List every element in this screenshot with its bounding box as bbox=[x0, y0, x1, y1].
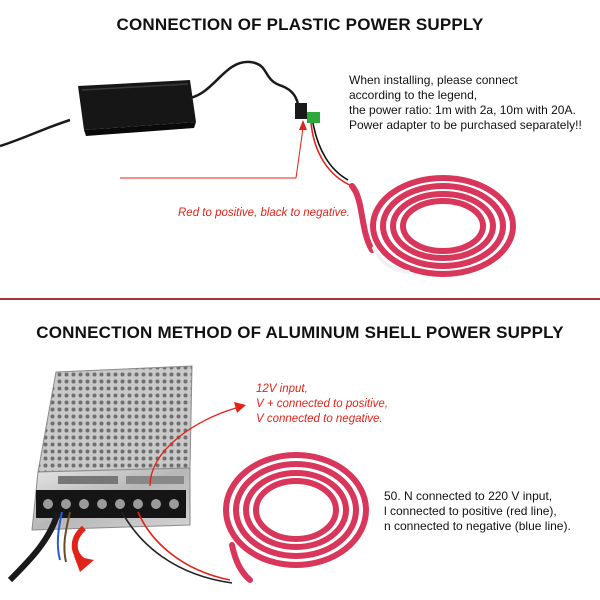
coil-ring bbox=[380, 183, 506, 269]
adapter-bottom bbox=[84, 122, 196, 136]
curved-arrowhead bbox=[74, 556, 94, 572]
terminal-screw bbox=[151, 499, 161, 509]
terminal-screws bbox=[43, 499, 179, 509]
coil-ring bbox=[370, 175, 516, 277]
black-wire bbox=[121, 511, 233, 584]
install-note-line: the power ratio: 1m with 2a, 10m with 20… bbox=[349, 103, 576, 117]
led-strip-coil-bottom bbox=[223, 452, 369, 583]
mains-cable bbox=[7, 511, 61, 583]
blue-wire bbox=[56, 511, 63, 561]
strip-lead bbox=[229, 542, 253, 583]
terminal-screw bbox=[61, 499, 71, 509]
input-note-line: 12V input, bbox=[256, 383, 308, 395]
input-note: 12V input, V + connected to positive, V … bbox=[256, 382, 388, 427]
input-note-line: V + connected to positive, bbox=[256, 398, 389, 410]
pointer-line bbox=[149, 407, 237, 487]
coil-ring bbox=[233, 461, 359, 559]
section-title-aluminum: CONNECTION METHOD OF ALUMINUM SHELL POWE… bbox=[36, 323, 564, 342]
coil-ring bbox=[253, 478, 339, 542]
curved-arrow bbox=[71, 525, 87, 563]
polarity-note: Red to positive, black to negative. bbox=[178, 207, 350, 219]
terminal-screw bbox=[79, 499, 89, 509]
power-adapter bbox=[0, 60, 353, 187]
coil-ring bbox=[243, 470, 349, 550]
terminal-note-line: l connected to positive (red line), bbox=[384, 504, 557, 518]
terminal-note-line: 50. N connected to 220 V input, bbox=[384, 489, 553, 503]
adapter-body bbox=[78, 80, 196, 130]
coil-ring bbox=[400, 198, 486, 254]
input-note-line: V connected to negative. bbox=[256, 413, 383, 425]
pointer-arrowhead bbox=[299, 120, 307, 130]
coil-ring bbox=[223, 452, 369, 568]
adapter-highlight bbox=[81, 83, 189, 91]
strip-lead bbox=[349, 183, 375, 253]
dc-terminal-connector bbox=[307, 112, 320, 123]
red-wire bbox=[137, 511, 231, 581]
dc-plug bbox=[295, 103, 307, 119]
strip-backing bbox=[372, 246, 410, 274]
black-wire bbox=[312, 122, 349, 181]
install-note-line: When installing, please connect bbox=[349, 73, 518, 87]
pointer-line-diagonal bbox=[295, 127, 304, 179]
terminal-note-line: n connected to negative (blue line). bbox=[384, 519, 571, 533]
ac-cord bbox=[0, 118, 71, 148]
brown-wire bbox=[63, 511, 71, 563]
terminal-note: 50. N connected to 220 V input, l connec… bbox=[384, 489, 571, 534]
terminal-screw bbox=[97, 499, 107, 509]
terminal-screw bbox=[115, 499, 125, 509]
terminal-screw bbox=[43, 499, 53, 509]
section-title-plastic: CONNECTION OF PLASTIC POWER SUPPLY bbox=[116, 15, 484, 34]
coil-ring bbox=[390, 191, 496, 261]
pointer-arrowhead bbox=[234, 402, 246, 413]
install-note-line: Power adapter to be purchased separately… bbox=[349, 118, 582, 132]
led-strip-coil-top bbox=[349, 175, 516, 277]
terminal-screw bbox=[169, 499, 179, 509]
install-note-line: according to the legend, bbox=[349, 88, 478, 102]
aluminum-power-supply bbox=[7, 365, 233, 584]
dc-cable bbox=[189, 60, 300, 105]
install-note: When installing, please connect accordin… bbox=[349, 73, 582, 133]
psu-label-strip bbox=[58, 476, 118, 484]
red-wire bbox=[310, 122, 353, 187]
terminal-screw bbox=[133, 499, 143, 509]
psu-label-strip bbox=[126, 476, 184, 484]
psu-top-vents bbox=[37, 365, 193, 473]
